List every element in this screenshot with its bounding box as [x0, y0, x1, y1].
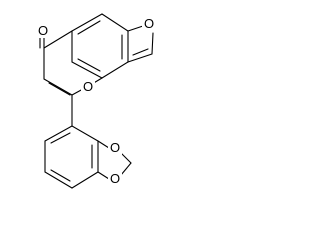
bond	[120, 162, 132, 176]
bond	[50, 132, 71, 144]
bond	[43, 30, 73, 49]
atom-ketone-oxygen: O	[36, 23, 50, 38]
atom-label: O	[38, 23, 48, 38]
bond	[132, 48, 149, 56]
bond	[101, 13, 129, 32]
bond	[50, 169, 71, 182]
bond	[97, 171, 110, 180]
bond	[101, 61, 129, 79]
atom-dioxole-oxygen-lower: O	[108, 171, 122, 186]
bond	[71, 171, 99, 189]
bond	[77, 20, 101, 35]
bond	[120, 152, 132, 164]
bond	[71, 125, 99, 142]
bond	[71, 13, 103, 32]
atom-label: O	[110, 171, 120, 186]
atom-dioxole-oxygen-upper: O	[108, 140, 122, 155]
chemical-structure-diagram: O O O O O	[36, 13, 156, 189]
bond	[44, 125, 73, 142]
atom-furan-oxygen: O	[142, 16, 156, 31]
bond	[127, 53, 153, 63]
atom-label: O	[144, 16, 154, 31]
bond	[97, 140, 110, 149]
bond	[43, 78, 73, 96]
bond	[48, 82, 71, 96]
bond	[77, 58, 101, 72]
bond	[44, 171, 73, 189]
bond	[127, 25, 144, 32]
atom-label: O	[83, 79, 93, 94]
atom-pyran-oxygen: O	[81, 79, 95, 94]
bond	[71, 61, 103, 79]
atom-label: O	[110, 140, 120, 155]
bond	[151, 32, 154, 55]
